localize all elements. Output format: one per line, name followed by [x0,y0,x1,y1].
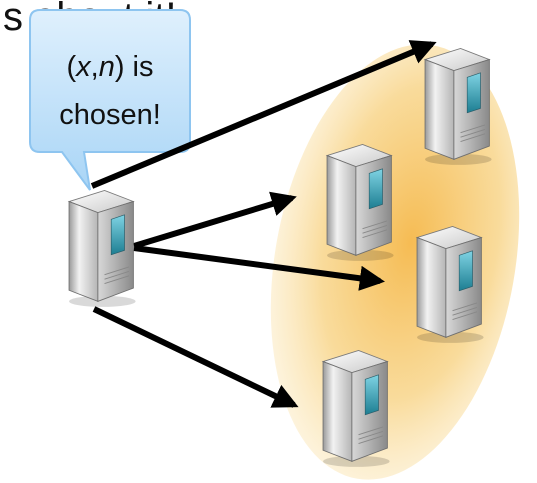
bubble-line-2: chosen! [59,99,161,131]
arrow-to-server-top [90,40,437,189]
server-icon [68,189,137,308]
server-icon [424,47,493,166]
server-icon [416,225,485,344]
arrow-to-server-middle [133,191,297,249]
server-icon [322,349,391,468]
server-icon [326,143,395,262]
arrow-to-server-bottom [92,306,299,408]
bubble-line-1: (x,n) is [66,51,153,83]
arrows [90,40,437,408]
speech-bubble: (x,n) is chosen! [29,9,191,191]
arrow-to-server-right [133,245,385,291]
